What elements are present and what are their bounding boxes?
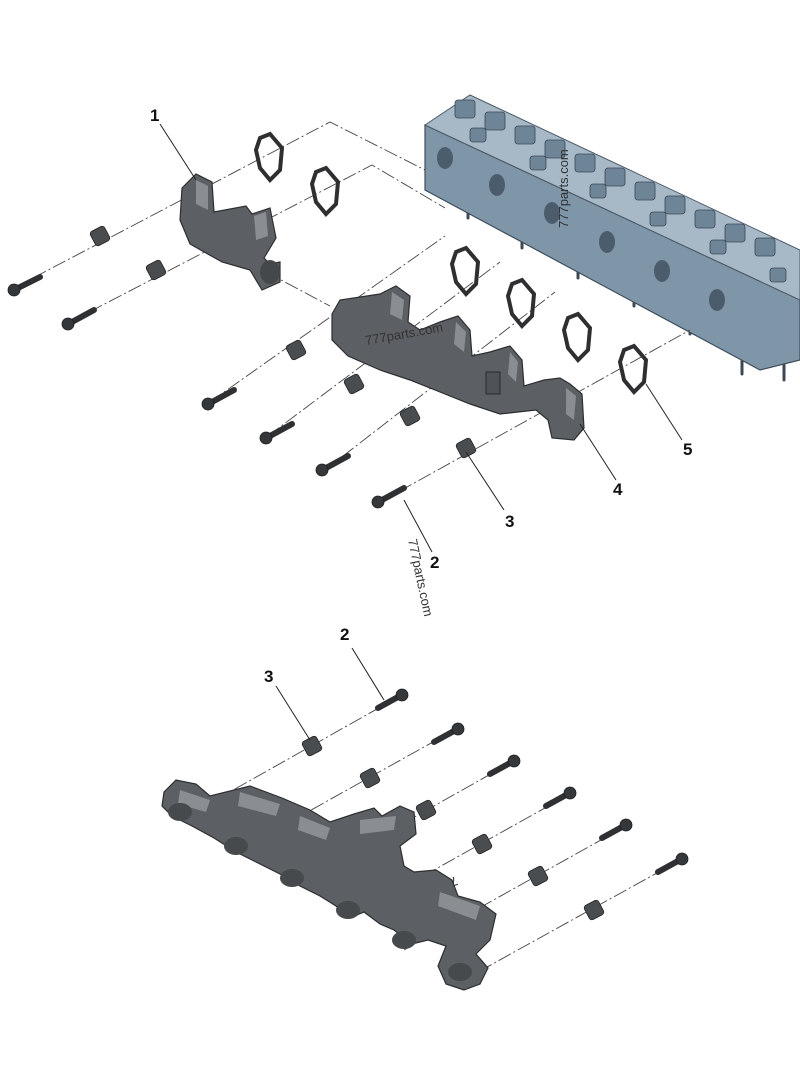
callout-4: 4 xyxy=(613,480,623,499)
callout-1: 1 xyxy=(150,106,159,125)
watermark-center: 777parts.com xyxy=(405,538,436,618)
exhaust-gaskets xyxy=(253,131,649,395)
valve-train xyxy=(454,99,787,283)
leader-lines-bottom xyxy=(275,647,385,741)
spacers-bottom xyxy=(301,735,605,921)
callout-2-top: 2 xyxy=(430,553,439,572)
manifold-front-section xyxy=(179,173,281,291)
callout-3-bottom: 3 xyxy=(264,667,273,686)
callout-3-top: 3 xyxy=(505,512,514,531)
manifold-main-section xyxy=(331,285,585,441)
callout-5: 5 xyxy=(683,440,692,459)
callout-2-bottom: 2 xyxy=(340,625,349,644)
leader-lines-top xyxy=(159,123,683,553)
bolts-bottom xyxy=(375,688,689,875)
cylinder-head xyxy=(423,94,800,382)
spacers-top xyxy=(89,225,477,459)
watermark-head: 777parts.com xyxy=(556,149,571,228)
bolts-top xyxy=(7,274,407,509)
port-holes xyxy=(437,147,725,311)
manifold-bottom-assembled xyxy=(161,779,497,991)
